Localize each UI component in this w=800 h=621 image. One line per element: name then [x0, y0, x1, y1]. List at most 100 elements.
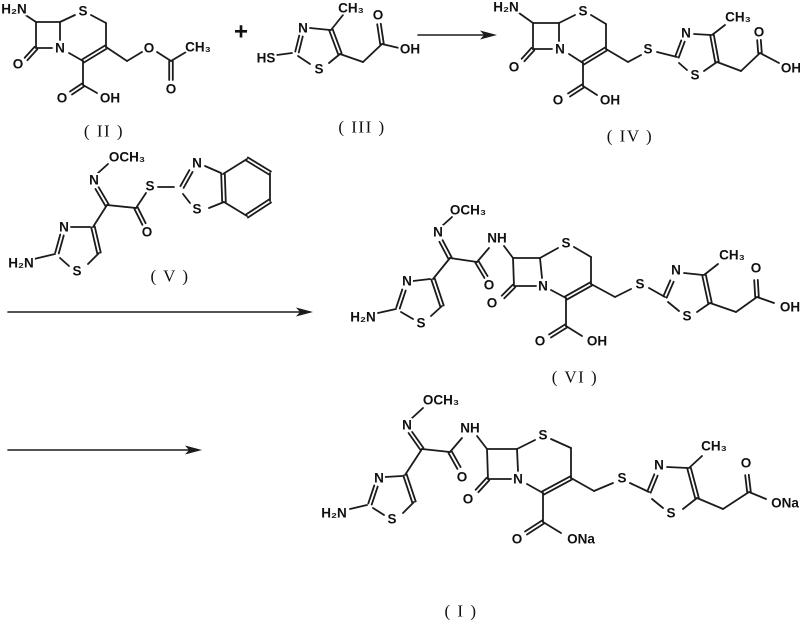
- arrow-head: [185, 445, 202, 455]
- bond: [26, 48, 39, 62]
- bond: [94, 188, 107, 207]
- bond: [512, 257, 515, 287]
- bond: [667, 301, 680, 312]
- bond: [106, 204, 137, 209]
- bond: [744, 474, 749, 494]
- bond: [756, 39, 760, 55]
- bond: [683, 272, 704, 276]
- atom-label: OH: [600, 93, 620, 108]
- bond: [421, 448, 451, 453]
- bond: [486, 448, 489, 480]
- bond: [740, 52, 761, 72]
- atom-label: N: [555, 42, 565, 57]
- bond: [503, 245, 514, 259]
- atom-label: O: [535, 334, 546, 349]
- bond: [90, 226, 99, 255]
- atom-label: H₂N: [493, 0, 519, 15]
- bond: [69, 82, 83, 93]
- bond: [582, 85, 598, 96]
- bond: [220, 173, 224, 203]
- bond: [247, 201, 272, 219]
- bond: [756, 278, 760, 298]
- bond: [590, 283, 616, 298]
- bond: [381, 43, 400, 49]
- bond: [573, 246, 592, 258]
- atom-label: CH₃: [725, 10, 751, 25]
- bond: [520, 46, 533, 60]
- atom-label: N: [654, 458, 664, 473]
- bond: [541, 475, 572, 493]
- bond: [97, 186, 110, 205]
- bond: [523, 49, 536, 63]
- bond: [179, 169, 191, 188]
- arrow-head: [480, 30, 497, 40]
- bond: [245, 198, 270, 216]
- atom-label: S: [387, 512, 396, 527]
- bond: [339, 53, 364, 63]
- bond: [759, 52, 780, 64]
- atom-label: O: [463, 492, 474, 507]
- bond: [677, 40, 686, 59]
- bond: [400, 311, 414, 320]
- bond: [712, 33, 720, 63]
- atom-label: O: [553, 93, 564, 108]
- bond: [548, 323, 566, 336]
- atom-label: S: [682, 309, 691, 324]
- bond: [182, 193, 191, 204]
- bond: [500, 283, 514, 297]
- atom-label: OCH₃: [423, 393, 459, 408]
- bond: [395, 288, 404, 309]
- bond: [550, 289, 567, 299]
- atom-label: S: [617, 471, 626, 486]
- atom-label: O: [142, 225, 153, 240]
- bond: [133, 207, 144, 226]
- bond: [379, 22, 385, 45]
- atom-label: S: [192, 202, 201, 217]
- bond: [503, 286, 517, 300]
- bond: [402, 501, 415, 514]
- bond: [223, 201, 248, 217]
- atom-label: S: [635, 277, 644, 292]
- bond: [565, 284, 593, 301]
- atom-label: S: [690, 68, 699, 83]
- atom-label: O: [457, 470, 468, 485]
- bond: [182, 170, 194, 189]
- bond: [564, 281, 592, 298]
- bond: [696, 497, 724, 510]
- bond: [59, 14, 76, 23]
- atom-label: S: [643, 42, 652, 57]
- bond: [666, 466, 689, 469]
- bond: [370, 485, 379, 506]
- atom-label: O: [512, 532, 523, 547]
- bond: [328, 53, 341, 64]
- compound-label-I: ( I ): [445, 602, 478, 621]
- bond: [605, 48, 629, 63]
- bond: [407, 432, 422, 451]
- bond: [170, 51, 187, 62]
- bond: [412, 278, 431, 282]
- bond: [542, 521, 562, 534]
- bond: [674, 39, 683, 58]
- reaction-arrow-3: [7, 445, 202, 455]
- bond: [526, 483, 544, 494]
- atom-label: O: [144, 41, 155, 56]
- bond: [558, 14, 576, 24]
- compound-label-III: ( III ): [338, 118, 385, 137]
- atom-label: N: [55, 41, 65, 56]
- bond: [474, 262, 486, 279]
- bond: [135, 192, 147, 209]
- atom-label: N: [402, 418, 412, 433]
- bond: [565, 325, 583, 337]
- atom-label: S: [314, 62, 323, 77]
- bond: [136, 206, 147, 225]
- bond: [93, 225, 102, 254]
- bond: [349, 504, 368, 510]
- bond: [516, 439, 536, 450]
- bond: [477, 479, 491, 494]
- atom-label: N: [59, 220, 69, 235]
- bond: [662, 279, 672, 298]
